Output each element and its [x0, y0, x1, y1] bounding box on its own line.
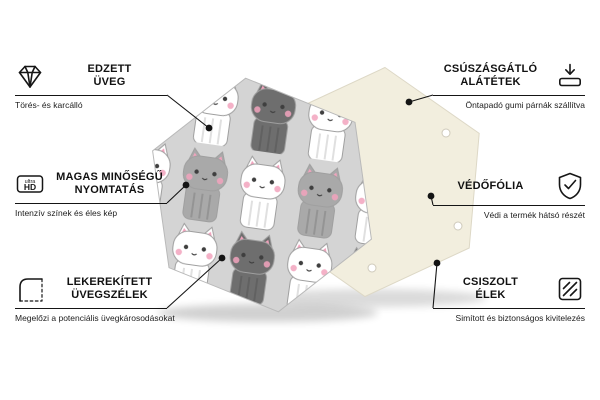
callout-title: CSISZOLT ÉLEK — [433, 276, 548, 302]
callout-title: EDZETT ÜVEG — [52, 63, 167, 89]
title-line: CSÚSZÁSGÁTLÓ — [443, 63, 538, 76]
polished-edges-icon — [555, 274, 585, 304]
title-line: LEKEREKÍTETT — [66, 276, 153, 289]
callout-tempered-glass: EDZETT ÜVEG Törés- és karcálló — [15, 58, 167, 110]
title-line: ÉLEK — [475, 289, 506, 301]
callout-subtitle: Védi a termék hátsó részét — [483, 210, 585, 220]
callout-underline — [15, 203, 167, 204]
callout-underline — [15, 95, 167, 96]
callout-title: MAGAS MINŐSÉGŰ NYOMTATÁS — [52, 171, 167, 197]
callout-protective-film: VÉDŐFÓLIA Védi a termék hátsó részét — [433, 168, 585, 220]
title-line: VÉDŐFÓLIA — [457, 179, 524, 192]
diamond-icon — [15, 61, 45, 91]
callout-polished-edges: CSISZOLT ÉLEK Simított és biztonságos ki… — [433, 271, 585, 323]
callout-underline — [433, 95, 585, 96]
callout-subtitle: Simított és biztonságos kivitelezés — [455, 313, 585, 323]
title-line: ALÁTÉTEK — [460, 76, 521, 88]
callout-subtitle: Törés- és karcálló — [15, 100, 83, 110]
title-line: NYOMTATÁS — [74, 184, 145, 196]
product-front-hexagon — [152, 77, 372, 313]
title-line: ÜVEG — [93, 76, 126, 88]
callout-connector-lines — [166, 94, 438, 309]
back-panel-shadow — [257, 289, 487, 307]
callout-underline — [15, 308, 167, 309]
callout-title: LEKEREKÍTETT ÜVEGSZÉLEK — [52, 276, 167, 302]
callout-title: VÉDŐFÓLIA — [433, 180, 548, 193]
title-line: ÜVEGSZÉLEK — [71, 289, 148, 301]
title-line: MAGAS MINŐSÉGŰ — [56, 171, 163, 184]
front-panel-shadow — [158, 304, 378, 322]
callout-subtitle: Öntapadó gumi párnák szállítva — [465, 100, 585, 110]
callout-anchor-dots — [182, 98, 441, 267]
rounded-corner-icon — [15, 274, 45, 304]
callout-anti-slip-pads: CSÚSZÁSGÁTLÓ ALÁTÉTEK Öntapadó gumi párn… — [433, 58, 585, 110]
callout-underline — [433, 308, 585, 309]
callout-subtitle: Intenzív színek és éles kép — [15, 208, 118, 218]
shield-check-icon — [555, 171, 585, 201]
ultra-hd-icon: ultra HD — [15, 169, 45, 199]
callout-subtitle: Megelőzi a potenciális üvegkárosodásokat — [15, 313, 175, 323]
callout-high-quality-print: ultra HD MAGAS MINŐSÉGŰ NYOMTATÁS Intenz… — [15, 166, 167, 218]
title-line: EDZETT — [87, 63, 132, 76]
svg-text:HD: HD — [24, 182, 36, 192]
callout-title: CSÚSZÁSGÁTLÓ ALÁTÉTEK — [433, 63, 548, 89]
callout-rounded-edges: LEKEREKÍTETT ÜVEGSZÉLEK Megelőzi a poten… — [15, 271, 175, 323]
callout-underline — [433, 205, 585, 206]
anti-slip-pad-icon — [555, 61, 585, 91]
svg-text:ultra: ultra — [25, 179, 37, 185]
title-line: CSISZOLT — [462, 276, 519, 289]
